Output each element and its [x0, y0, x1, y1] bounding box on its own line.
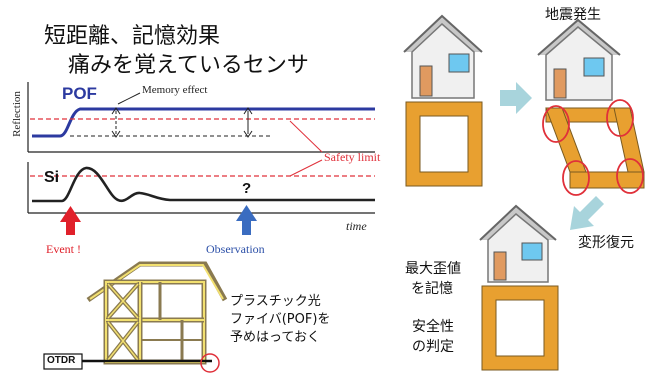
memory-leader	[117, 92, 141, 105]
si-signal-line	[32, 166, 375, 203]
graph-bottom	[27, 162, 375, 214]
house-before	[403, 14, 483, 99]
pof-note-line-2: ファイバ(POF)を	[230, 312, 331, 327]
memory-effect-label: Memory effect	[142, 84, 208, 96]
safety-leader-bottom	[289, 159, 323, 177]
pof-note-line-3: 予めはっておく	[230, 330, 320, 345]
question-mark: ?	[242, 180, 252, 197]
restore-label: 変形復元	[578, 235, 634, 251]
house-restored	[479, 204, 557, 283]
fiber-end-marker	[200, 353, 220, 373]
event-label: Event !	[46, 242, 81, 256]
pof-series-label: POF	[62, 84, 97, 103]
pof-note-line-1: プラスチック光	[230, 294, 321, 309]
safety-line-2: の判定	[412, 339, 454, 355]
graph-top	[27, 82, 375, 153]
strain-line-1: 最大歪値	[405, 261, 461, 277]
frame-before	[405, 101, 483, 187]
safety-line-1: 安全性	[412, 319, 454, 335]
y-axis-label: Reflection	[10, 91, 23, 137]
observation-arrow	[236, 205, 257, 235]
arrow-to-earthquake	[500, 82, 532, 114]
frame-deformed	[542, 99, 645, 196]
title-line-1: 短距離、記憶効果	[44, 24, 221, 49]
safety-leader-top	[289, 120, 323, 153]
arrow-to-restored	[570, 196, 604, 230]
building-frame	[86, 261, 228, 365]
earthquake-label: 地震発生	[545, 7, 601, 23]
observation-label: Observation	[206, 242, 265, 256]
safety-limit-label: Safety limit	[324, 150, 381, 164]
house-earthquake	[537, 18, 621, 101]
event-arrow	[60, 206, 81, 235]
strain-line-2: を記憶	[411, 281, 453, 297]
si-series-label: Si	[44, 169, 60, 186]
title-line-2: 痛みを覚えているセンサ	[68, 53, 309, 78]
frame-restored	[481, 285, 559, 371]
otdr-box	[43, 353, 83, 370]
otdr-label: OTDR	[47, 355, 76, 366]
pof-signal-line	[32, 107, 375, 138]
time-axis-label: time	[346, 219, 367, 233]
